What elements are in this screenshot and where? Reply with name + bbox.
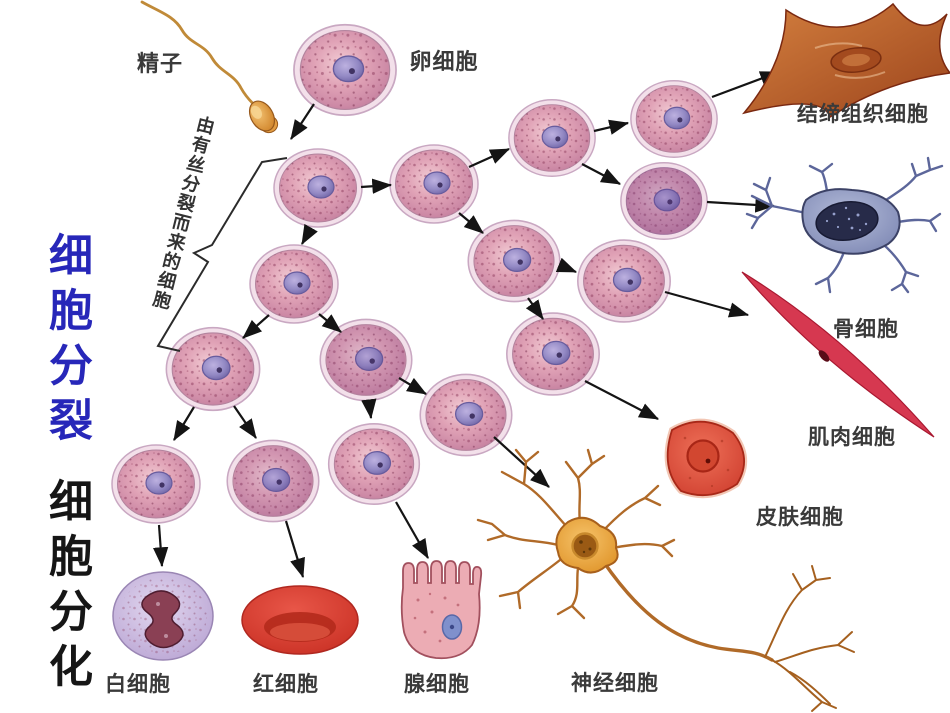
label-sperm: 精子 [137,51,183,76]
dividing-cell [327,423,421,505]
label-muscle-cell: 肌肉细胞 [808,425,896,449]
arrow-line [173,406,195,441]
arrow-line [581,163,621,185]
dark-cell-tint [626,167,702,235]
arrow-to-white-blood [152,524,169,568]
arrow-line [318,313,342,333]
dividing-cell [165,326,261,412]
label-skin-cell: 皮肤细胞 [756,505,844,529]
skin-cell-illustration [664,418,747,499]
label-egg-cell: 卵细胞 [409,49,478,74]
mitosis-brace [156,157,288,352]
sperm-illustration [140,0,279,134]
white-blood-cell-illustration [112,571,214,661]
label-gland-cell: 腺细胞 [404,672,470,696]
arrow-to-bone [706,197,776,213]
red-blood-cell-illustration [241,585,359,655]
labels: 精子 卵细胞 结缔组织细胞 骨细胞 肌肉细胞 皮肤细胞 神经细胞 腺细胞 红细胞… [105,49,929,696]
label-bone-cell: 骨细胞 [833,317,899,341]
label-red-blood-cell: 红细胞 [253,672,319,696]
gland-cell-illustration [400,560,483,660]
dividing-cell [111,444,201,524]
arrow-line [398,377,427,395]
arrow-to-skin [584,380,659,420]
nerve-cell-illustration [476,448,855,712]
arrow-line [361,398,377,420]
arrow-to-red-blood [284,520,305,579]
arrow-line [242,314,270,339]
label-nerve-cell: 神经细胞 [571,671,659,695]
dark-cell-tint [327,325,405,395]
arrow-to-connective [711,70,781,99]
title-cell-division: 细胞分裂 [42,232,91,452]
arrow-line [301,223,318,245]
label-white-blood-cell: 白细胞 [105,672,171,696]
dividing-cell [419,373,513,457]
arrow-to-gland [395,501,429,559]
dark-cell-tint [234,446,312,516]
arrow-line [458,212,484,234]
egg-cell-illustration [293,23,397,117]
sperm-tail [140,0,259,110]
arrow-line [360,178,393,194]
division-arrows [152,70,781,579]
arrow-to-muscle [664,290,750,318]
dividing-cell [577,239,671,323]
axon [601,559,774,662]
bone-cell-illustration [745,156,944,294]
dividing-cells [111,80,718,524]
arrow-egg-to-zygote [290,103,315,140]
arrow-line [468,147,511,169]
title-cell-differentiation: 细胞分化 [42,478,91,698]
arrow-line [233,405,257,439]
arrow-line [525,297,544,320]
zygote-cell [273,148,363,228]
arrow-to-nerve [493,436,550,488]
dividing-cell [506,312,600,396]
arrow-line [593,119,630,135]
connective-tissue-cell-illustration [741,2,950,119]
sperm-head [248,100,279,134]
label-connective-tissue-cell: 结缔组织细胞 [797,102,929,126]
dividing-cell [249,244,339,324]
dividing-cell [389,144,479,224]
dividing-cell [630,80,718,158]
muscle-cell-illustration [741,271,935,438]
arrow-line [555,257,578,274]
